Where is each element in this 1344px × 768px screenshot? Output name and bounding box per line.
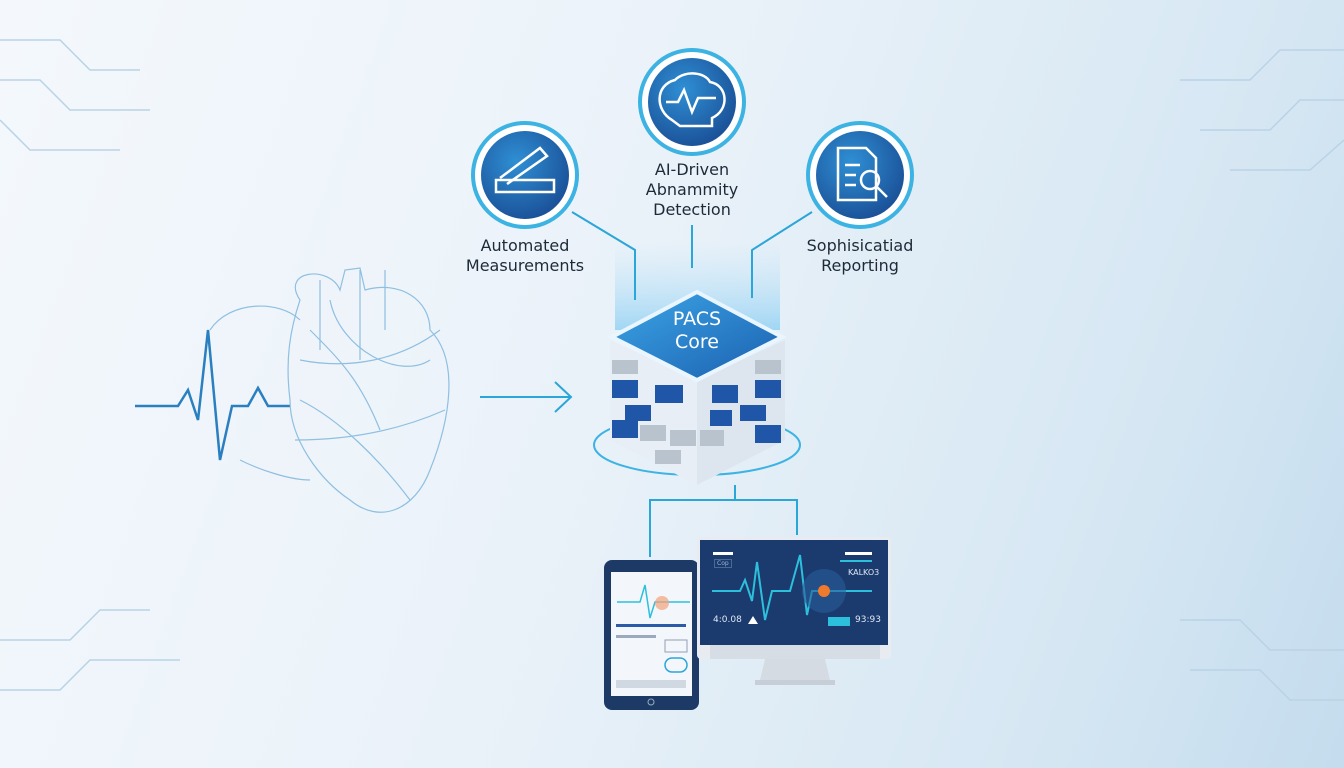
label-line: Automated bbox=[480, 236, 570, 255]
brain-pulse-icon bbox=[658, 72, 726, 128]
tablet-device bbox=[604, 560, 699, 710]
label-line: Measurements bbox=[465, 256, 585, 275]
monitor-top-right-label: KALKO3 bbox=[848, 568, 880, 577]
pacs-core-block bbox=[593, 289, 801, 485]
monitor-top-left-label: Cop bbox=[714, 559, 732, 568]
ecg-line bbox=[135, 329, 290, 461]
core-line: Core bbox=[675, 331, 719, 353]
label-line: Abnammity bbox=[645, 180, 739, 199]
arrow-icon bbox=[480, 381, 573, 413]
circuit-decoration bbox=[0, 39, 1344, 701]
label-line: Sophisicatiad bbox=[806, 236, 914, 255]
connector-lines bbox=[571, 211, 813, 557]
feature-circle-ai-detection[interactable] bbox=[638, 48, 746, 156]
monitor-device bbox=[697, 537, 891, 685]
report-search-icon bbox=[836, 146, 888, 202]
feature-label-measurements: Automated Measurements bbox=[455, 236, 595, 276]
feature-circle-reporting[interactable] bbox=[806, 121, 914, 229]
label-line: AI-Driven bbox=[654, 160, 730, 179]
feature-circle-measurements[interactable] bbox=[471, 121, 579, 229]
monitor-bottom-right-value: 93:93 bbox=[855, 615, 881, 625]
heart-wireframe-icon bbox=[209, 267, 450, 513]
feature-label-ai-detection: AI-Driven Abnammity Detection bbox=[622, 160, 762, 220]
core-line: PACS bbox=[672, 308, 722, 330]
label-line: Detection bbox=[653, 200, 731, 219]
monitor-bottom-left-value: 4:0.08 bbox=[713, 615, 742, 625]
feature-label-reporting: Sophisicatiad Reporting bbox=[790, 236, 930, 276]
ruler-icon bbox=[494, 146, 556, 194]
label-line: Reporting bbox=[821, 256, 899, 275]
pacs-core-label: PACS Core bbox=[637, 308, 757, 354]
